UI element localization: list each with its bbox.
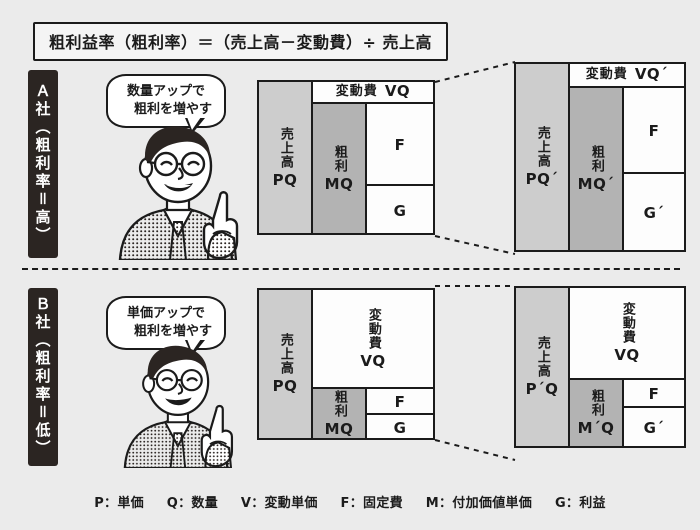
cell-margin-label: 粗利 — [331, 144, 347, 173]
legend-item-q: Q：数量 — [166, 496, 219, 511]
cell-fixed-code: F — [648, 122, 660, 141]
businessman-illustration-a — [118, 126, 239, 260]
cell-fixed-cost-f: F — [622, 86, 686, 174]
cell-variable-code: VQ — [384, 82, 411, 101]
cell-fixed-code: F — [648, 385, 660, 404]
cell-variable-code: VQ — [614, 346, 640, 365]
speech-bubble-b-line2: 粗利を増やす — [134, 323, 213, 339]
cell-profit-code: G´ — [643, 204, 665, 223]
cell-variable-label: 変動費 — [365, 307, 381, 350]
cell-sales-pq: 売上高 PQ — [257, 288, 313, 440]
cell-variable-cost-vq: 変動費 VQ — [311, 288, 435, 389]
diagram-company-a-before: 売上高 PQ 変動費 VQ 粗利 MQ F G — [257, 80, 435, 235]
section-divider — [22, 268, 680, 270]
legend-item-g: G：利益 — [554, 496, 606, 511]
cell-fixed-cost-f: F — [365, 387, 435, 415]
cell-variable-label: 変動費 — [619, 302, 635, 345]
cell-margin-code: MQ — [324, 174, 354, 193]
cell-fixed-code: F — [394, 136, 406, 155]
cell-margin-label: 粗利 — [331, 389, 347, 418]
cell-sales-pq: 売上高 PQ — [257, 80, 313, 235]
speech-bubble-company-b: 単価アップで 粗利を増やす — [106, 296, 227, 351]
cell-gross-margin-m-prime-q: 粗利 M´Q — [568, 378, 624, 448]
cell-profit-code: G — [393, 201, 407, 220]
cell-margin-label: 粗利 — [588, 389, 604, 418]
cell-gross-margin-mq-prime: 粗利 MQ´ — [568, 86, 624, 252]
cell-variable-label: 変動費 — [335, 84, 378, 100]
diagram-company-b-before: 売上高 PQ 変動費 VQ 粗利 MQ F G — [257, 288, 435, 440]
cell-variable-cost-vq: 変動費 VQ — [311, 80, 435, 104]
cell-margin-label: 粗利 — [588, 145, 604, 174]
cell-profit-code: G´ — [643, 419, 665, 438]
speech-bubble-a-line1: 数量アップで — [127, 84, 206, 99]
cell-gross-margin-mq: 粗利 MQ — [311, 387, 367, 440]
cell-gross-margin-mq: 粗利 MQ — [311, 102, 367, 235]
cell-fixed-cost-f: F — [622, 378, 686, 408]
zoom-connector-b — [434, 285, 516, 461]
speech-bubble-company-a: 数量アップで 粗利を増やす — [106, 74, 227, 129]
cell-sales-code: P´Q — [525, 380, 559, 399]
legend-item-m: M：付加価値単価 — [425, 496, 533, 511]
cell-profit-g-prime: G´ — [622, 172, 686, 252]
cell-sales-label: 売上高 — [277, 126, 293, 169]
diagram-company-a-after: 売上高 PQ´ 変動費 VQ´ 粗利 MQ´ F G´ — [514, 62, 686, 252]
cell-margin-code: MQ´ — [577, 175, 615, 194]
cell-profit-g: G — [365, 184, 435, 235]
cell-sales-label: 売上高 — [534, 336, 550, 379]
zoom-connector-a — [434, 61, 516, 255]
cell-sales-pq-prime: 売上高 PQ´ — [514, 62, 570, 252]
legend-item-v: V：変動単価 — [240, 496, 318, 511]
cell-margin-code: MQ — [324, 419, 354, 438]
cell-sales-code: PQ — [272, 170, 298, 189]
cell-variable-cost-vq: 変動費 VQ — [568, 286, 686, 380]
cell-sales-code: PQ — [272, 377, 298, 396]
diagram-company-b-after: 売上高 P´Q 変動費 VQ 粗利 M´Q F G´ — [514, 286, 686, 448]
cell-variable-code: VQ — [360, 351, 386, 370]
gross-margin-formula: 粗利益率（粗利率）＝（売上高－変動費）÷ 売上高 — [33, 22, 448, 61]
cell-profit-code: G — [393, 418, 407, 437]
cell-profit-g-prime: G´ — [622, 406, 686, 448]
cell-sales-p-prime-q: 売上高 P´Q — [514, 286, 570, 448]
cell-fixed-cost-f: F — [365, 102, 435, 186]
speech-bubble-b-line1: 単価アップで — [127, 306, 206, 321]
businessman-illustration-b — [123, 345, 234, 468]
legend-item-p: P：単価 — [94, 496, 144, 511]
cell-sales-label: 売上高 — [277, 333, 293, 376]
cell-variable-label: 変動費 — [585, 67, 628, 83]
cell-fixed-code: F — [394, 393, 406, 412]
speech-bubble-a-line2: 粗利を増やす — [134, 101, 213, 117]
cell-margin-code: M´Q — [577, 419, 615, 438]
cell-variable-cost-vq-prime: 変動費 VQ´ — [568, 62, 686, 88]
cell-sales-label: 売上高 — [534, 126, 550, 169]
legend-row: P：単価 Q：数量 V：変動単価 F：固定費 M：付加価値単価 G：利益 — [0, 492, 700, 511]
legend-item-f: F：固定費 — [340, 496, 403, 511]
cell-profit-g: G — [365, 413, 435, 440]
section-label-company-b: Ｂ社（粗利率＝低） — [28, 288, 58, 466]
section-label-company-a: Ａ社（粗利率＝高） — [28, 70, 58, 258]
cell-variable-code: VQ´ — [634, 65, 669, 84]
cell-sales-code: PQ´ — [525, 170, 559, 189]
